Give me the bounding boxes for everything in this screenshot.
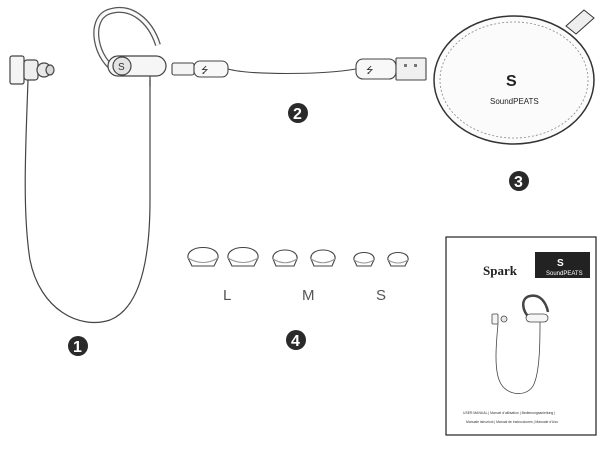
badge-number: 2 <box>293 106 302 123</box>
user-manual-icon: S SoundPEATS Spark USER MANUAL | Manuel … <box>445 236 597 436</box>
number-badge-2: 2 <box>288 103 308 123</box>
number-badge-1: 1 <box>68 336 88 356</box>
case-brand-text: SoundPEATS <box>490 97 539 106</box>
svg-text:S: S <box>557 258 564 269</box>
manual-footer-line2: Manuale istruzioni | Manual de instrucci… <box>466 420 558 424</box>
number-badge-4: 4 <box>286 330 306 350</box>
badge-number: 4 <box>291 333 300 350</box>
badge-number: 3 <box>514 174 523 191</box>
ear-tip-size-large-label: L <box>223 287 232 304</box>
svg-text:S: S <box>118 62 125 73</box>
svg-text:S: S <box>506 73 517 90</box>
svg-text:⭍: ⭍ <box>366 65 374 76</box>
number-badge-3: 3 <box>509 171 529 191</box>
ear-tip-size-small-label: S <box>376 287 387 304</box>
svg-text:⭍: ⭍ <box>201 65 209 76</box>
manual-title: Spark <box>483 263 518 278</box>
earphones-icon: S <box>9 7 167 324</box>
usb-cable-icon: ⭍ ⭍ <box>171 57 427 81</box>
ear-tips-icon <box>187 246 409 267</box>
carrying-case-icon: S SoundPEATS <box>433 9 595 145</box>
manual-brand-text: SoundPEATS <box>546 271 583 277</box>
manual-footer-line1: USER MANUAL | Manuel d'utilisation | Bed… <box>463 411 555 415</box>
badge-number: 1 <box>73 339 82 356</box>
ear-tip-size-medium-label: M <box>302 287 315 304</box>
